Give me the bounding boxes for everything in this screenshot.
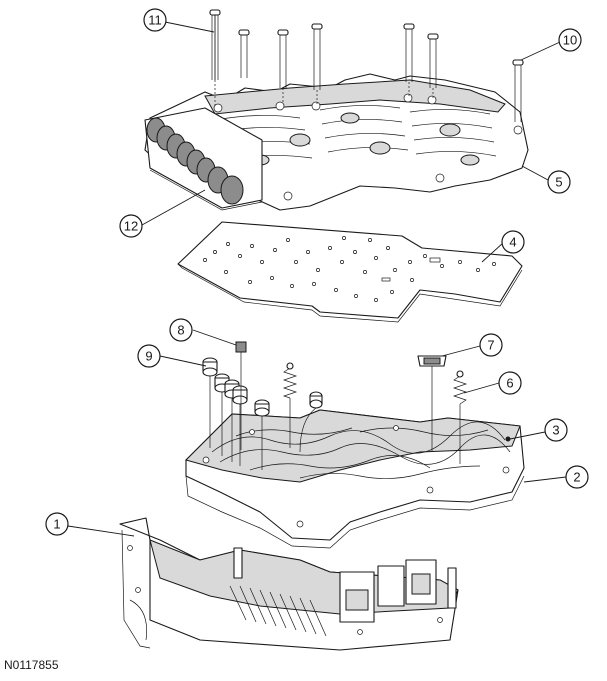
filter <box>417 355 447 452</box>
cap <box>202 357 218 448</box>
cap <box>254 399 270 470</box>
bolt <box>427 33 439 88</box>
callout-label: 4 <box>509 235 516 250</box>
bolt <box>311 23 323 90</box>
leader-lines <box>67 21 567 537</box>
lower-valve-body <box>185 409 525 549</box>
callout-label: 9 <box>145 349 152 364</box>
callout-label: 8 <box>177 323 184 338</box>
callout-9: 9 <box>137 344 161 368</box>
callout-label: 3 <box>552 423 559 438</box>
filter-screen <box>235 341 247 450</box>
callout-7: 7 <box>479 333 503 357</box>
bolt <box>512 59 524 122</box>
callout-12: 12 <box>119 214 143 238</box>
check-valves <box>202 357 323 470</box>
callout-1: 1 <box>45 512 69 536</box>
callout-5: 5 <box>547 170 571 194</box>
cap <box>232 385 248 466</box>
solenoid-pack <box>144 107 263 211</box>
callout-6: 6 <box>498 371 522 395</box>
callout-10: 10 <box>558 28 582 52</box>
bolt <box>209 9 221 80</box>
bolts <box>209 9 524 122</box>
callout-label: 2 <box>573 470 580 485</box>
callout-label: 1 <box>53 517 60 532</box>
bolt <box>403 23 415 82</box>
callout-label: 5 <box>555 175 562 190</box>
callout-2: 2 <box>565 465 589 489</box>
callout-3: 3 <box>544 418 568 442</box>
callout-label: 12 <box>124 219 138 234</box>
bolt <box>238 29 250 78</box>
spring <box>452 370 468 464</box>
callout-label: 7 <box>487 338 494 353</box>
figure-reference-id: N0117855 <box>4 658 59 672</box>
callout-4: 4 <box>501 230 525 254</box>
cap <box>299 391 323 453</box>
callout-8: 8 <box>169 318 193 342</box>
bolt <box>277 29 289 88</box>
callout-label: 6 <box>506 376 513 391</box>
callout-11: 11 <box>143 8 167 32</box>
separator-plate <box>177 221 523 323</box>
springs <box>282 362 468 464</box>
callout-label: 11 <box>148 13 162 28</box>
upper-valve-body <box>144 73 529 211</box>
callout-label: 10 <box>563 33 577 48</box>
spring <box>282 362 298 448</box>
retainer-marker <box>505 436 511 442</box>
bracket-frame <box>119 517 459 651</box>
